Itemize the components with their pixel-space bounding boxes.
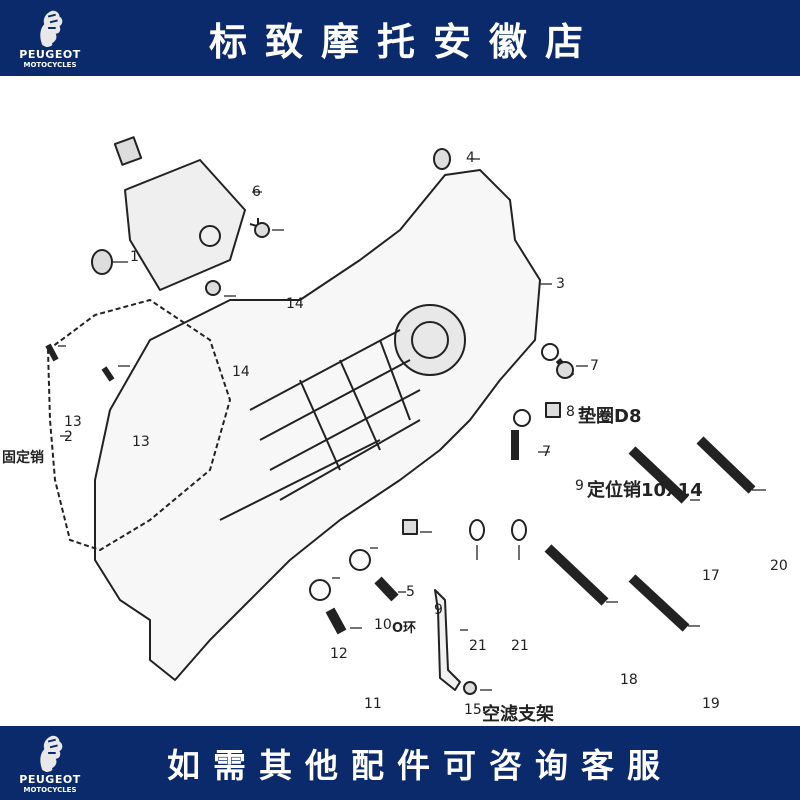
part-label-15: 15 <box>464 702 482 718</box>
brand-sub: MOTOCYCLES <box>23 61 77 69</box>
part-label-11: 11 <box>364 696 382 712</box>
note-dowel-pin: 定位销10x14 <box>587 480 703 501</box>
part-label-18: 18 <box>620 672 638 688</box>
lion-icon <box>40 735 63 772</box>
part-label-17: 17 <box>702 568 720 584</box>
part-label-21a: 21 <box>469 638 487 654</box>
header-title: 标致摩托安徽店 <box>208 19 601 64</box>
note-fixing-pin: 固定销 <box>2 450 44 466</box>
footer-title: 如需其他配件可咨询客服 <box>167 746 673 785</box>
note-air-filter-bracket: 空滤支架 <box>482 704 554 725</box>
note-o-ring: O环 <box>392 621 417 636</box>
brand-sub-footer: MOTOCYCLES <box>23 786 77 794</box>
part-label-21b: 21 <box>511 638 529 654</box>
air-filter-bracket <box>434 589 461 691</box>
part-label-2: 2 <box>64 429 73 445</box>
starter-motor <box>124 159 246 291</box>
brand-logo: PEUGEOT MOTOCYCLES <box>0 0 100 76</box>
part-label-14b: 14 <box>232 364 250 380</box>
part-label-4: 4 <box>466 150 475 166</box>
part-label-7a: 7 <box>590 358 599 374</box>
header-banner: PEUGEOT MOTOCYCLES 标致摩托安徽店 <box>0 0 800 76</box>
part-label-5: 5 <box>406 584 415 600</box>
part-label-6: 6 <box>252 184 261 200</box>
crankcase-body <box>94 169 541 681</box>
note-washer-d8: 垫圈D8 <box>578 406 642 427</box>
part-label-8: 8 <box>566 404 575 420</box>
footer-banner: PEUGEOT MOTOCYCLES 如需其他配件可咨询客服 <box>0 726 800 800</box>
exploded-view <box>45 136 766 695</box>
side-cover <box>47 299 231 551</box>
part-label-20: 20 <box>770 558 788 574</box>
brand-name-footer: PEUGEOT <box>19 773 81 786</box>
lion-icon <box>40 10 63 48</box>
parts-diagram: 1 2 3 4 5 6 7 7 8 9 9 10 11 12 13 13 14 … <box>0 76 800 774</box>
bore <box>394 304 466 376</box>
brand-logo-footer: PEUGEOT MOTOCYCLES <box>0 726 100 800</box>
part-label-19: 19 <box>702 696 720 712</box>
part-label-9a: 9 <box>575 478 584 494</box>
part-label-10: 10 <box>374 617 392 633</box>
part-label-9b: 9 <box>434 602 443 618</box>
part-label-12: 12 <box>330 646 348 662</box>
part-label-14a: 14 <box>286 296 304 312</box>
part-label-1: 1 <box>130 249 139 265</box>
part-label-13b: 13 <box>132 434 150 450</box>
part-label-7b: 7 <box>542 444 551 460</box>
part-label-13a: 13 <box>64 414 82 430</box>
part-label-3: 3 <box>556 276 565 292</box>
brand-name: PEUGEOT <box>19 48 81 61</box>
